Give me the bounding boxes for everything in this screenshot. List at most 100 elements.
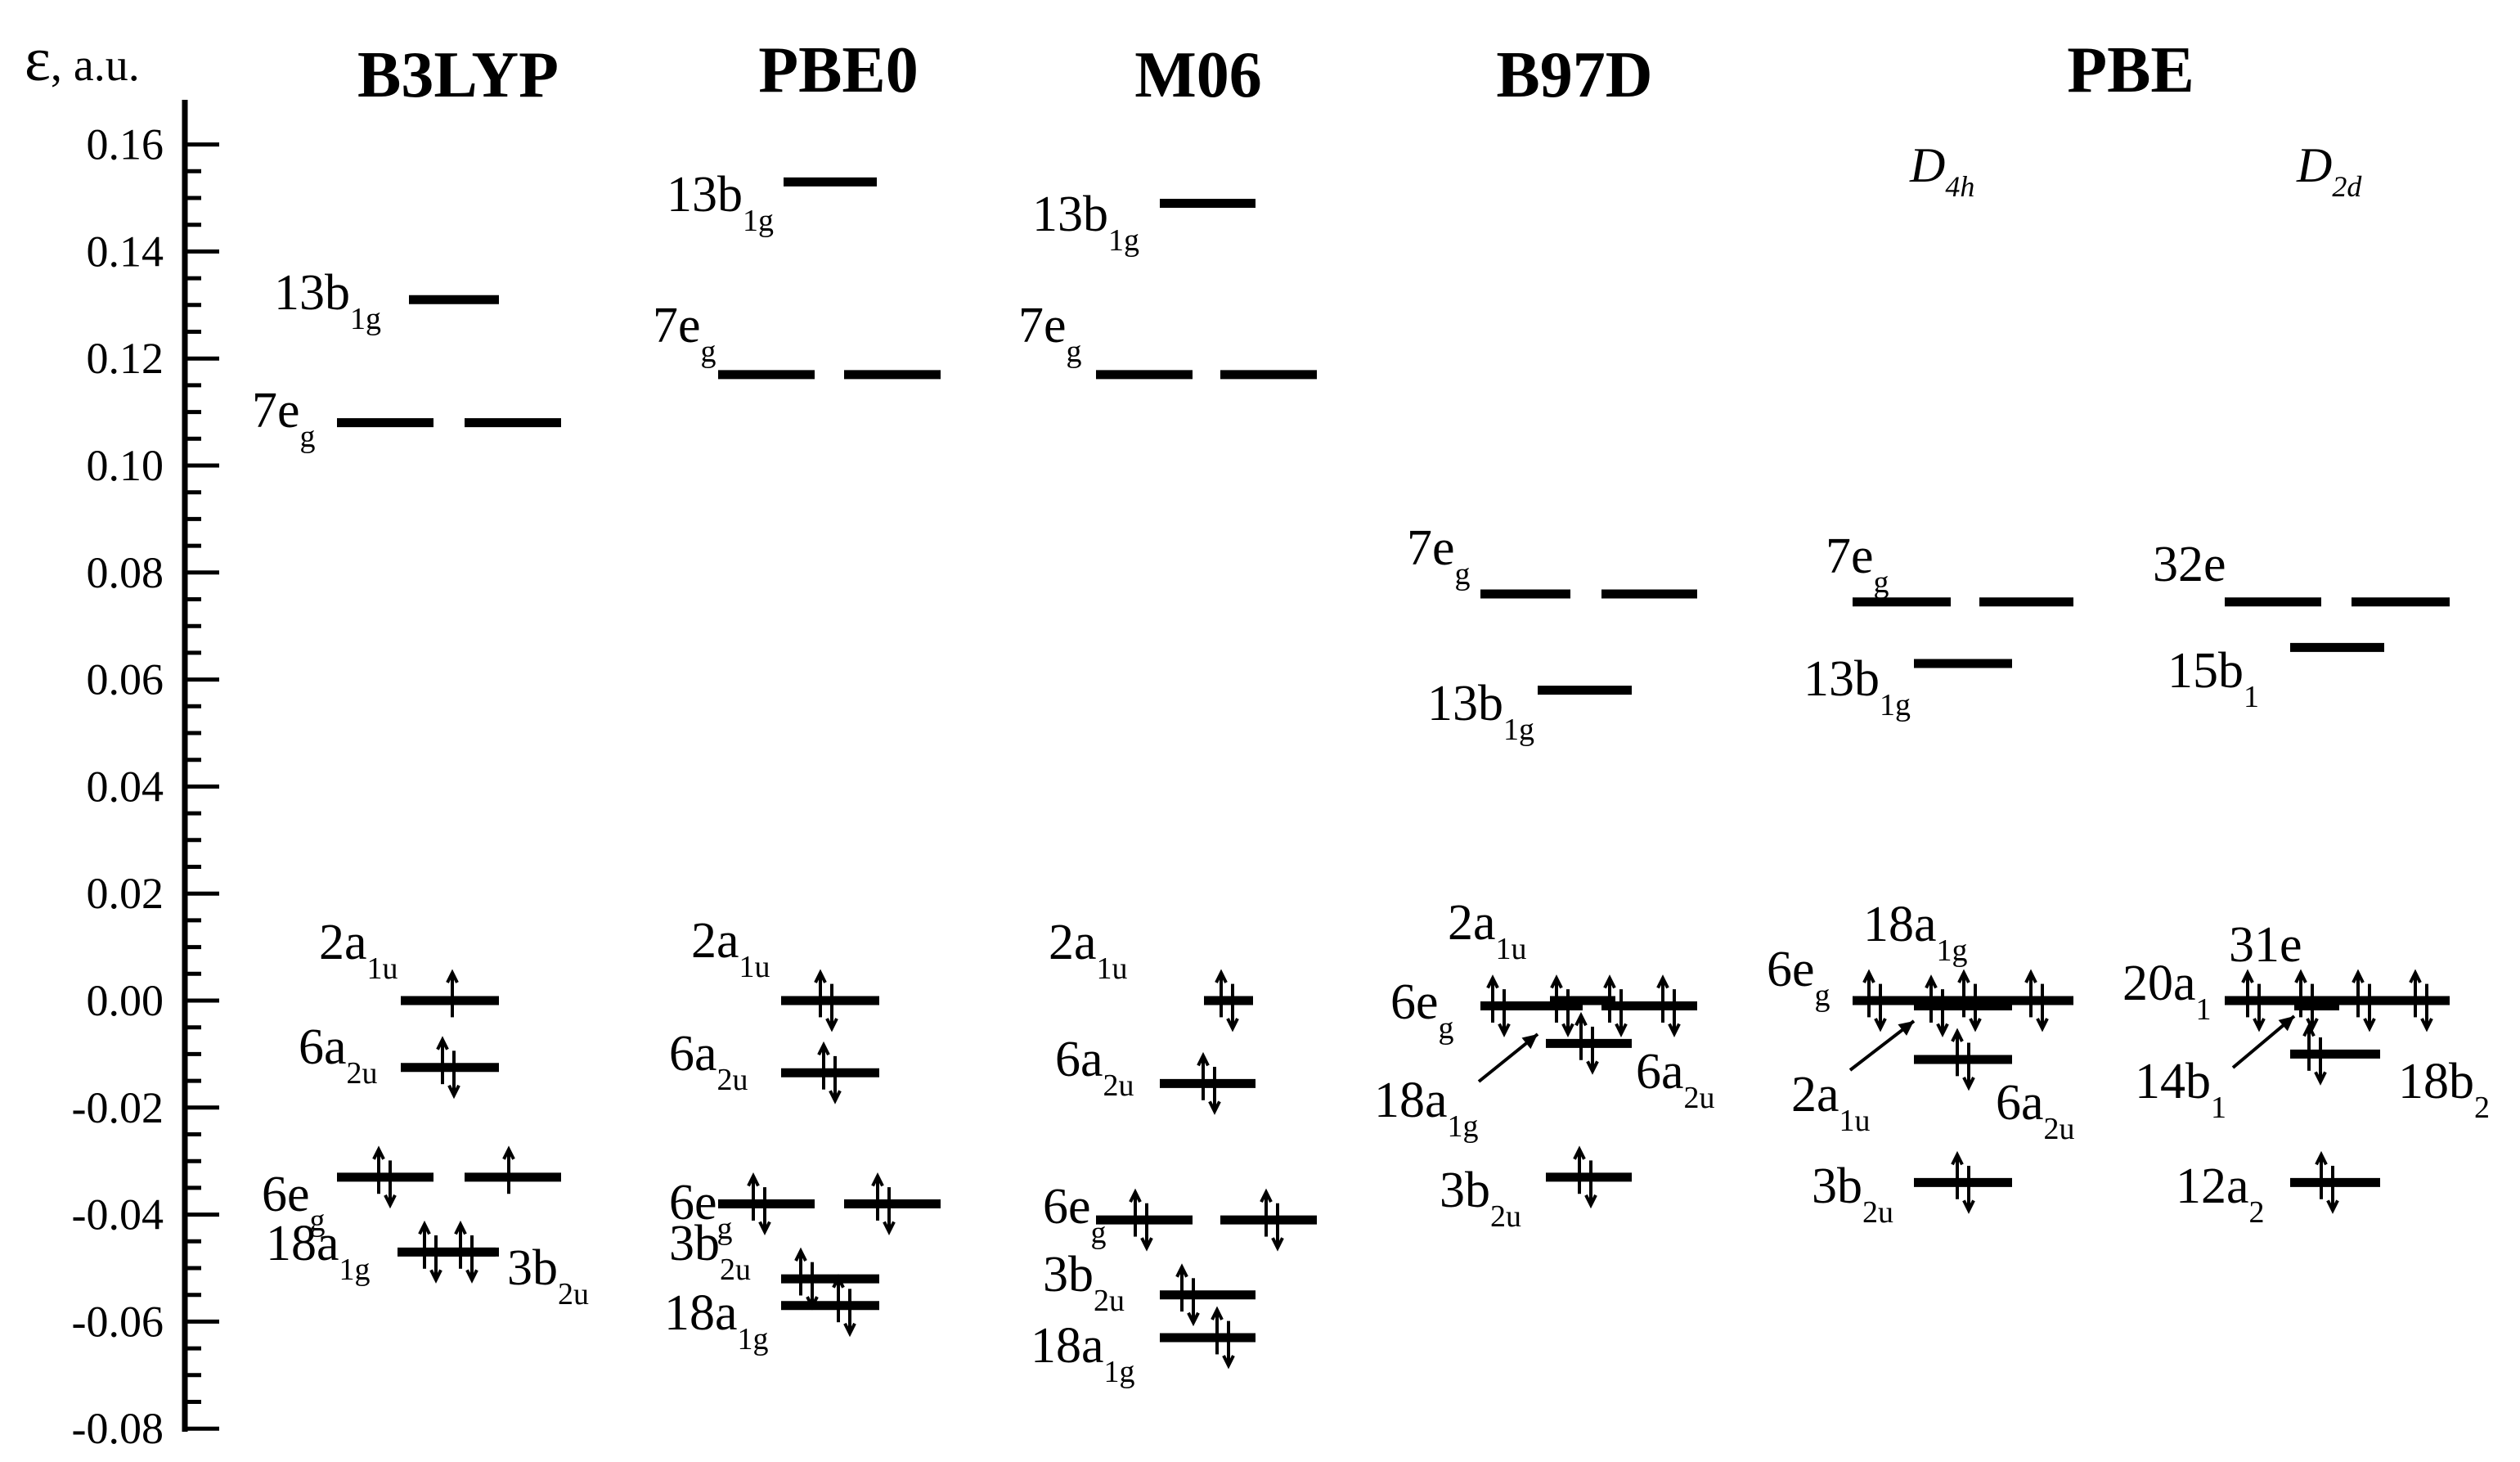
- subheader-d4h-sub: 4h: [1945, 170, 1974, 203]
- electron-spin: [372, 1145, 397, 1209]
- spin-down-arrowhead: [2036, 1018, 2049, 1032]
- orbital-label-main: 6e: [1390, 974, 1439, 1030]
- orbital-label: 7eg: [653, 298, 716, 369]
- spin-down-arrowhead: [1584, 1194, 1597, 1209]
- electron-spin: [747, 1172, 771, 1235]
- header-b3lyp: B3LYP: [357, 39, 559, 111]
- orbital-label-main: 13b: [1427, 676, 1503, 731]
- electron-spin: [1925, 974, 1949, 1038]
- orbital-label: 6eg: [1390, 974, 1454, 1046]
- tick-label: -0.06: [72, 1297, 164, 1346]
- orbital-label: 13b1g: [667, 167, 774, 238]
- tick-label: 0.08: [87, 548, 164, 597]
- orbital-label-sub: g: [701, 335, 716, 369]
- pointer-arrowhead: [1898, 1021, 1914, 1036]
- orbital-label: 6a2u: [1996, 1075, 2075, 1146]
- orbital-label-sub: 1g: [1104, 1355, 1135, 1389]
- spin-down-arrowhead: [1222, 1355, 1235, 1370]
- electron-spin: [1129, 1188, 1153, 1252]
- orbital-label: 3b2u: [669, 1216, 751, 1287]
- electron-spin: [817, 1041, 842, 1104]
- orbital-label-sub: g: [1874, 565, 1889, 600]
- electron-spin: [2024, 969, 2049, 1032]
- orbital-label-sub: 1g: [1108, 223, 1139, 258]
- orbital-label: 2a1u: [1791, 1067, 1871, 1138]
- orbital-label: 2a1u: [319, 915, 398, 986]
- orbital-label-main: 3b: [1812, 1158, 1862, 1214]
- orbital-label: 6eg: [1767, 942, 1830, 1013]
- electron-spin: [1862, 969, 1887, 1032]
- spin-down-arrowhead: [1668, 1023, 1681, 1038]
- orbital-label-sub: 2u: [1490, 1199, 1521, 1234]
- electron-spin: [2315, 1150, 2339, 1214]
- electron-spin: [1197, 1051, 1221, 1115]
- spin-down-arrowhead: [1498, 1023, 1511, 1038]
- orbital-label-main: 6a: [299, 1019, 347, 1075]
- orbital-label: 2a1u: [691, 913, 770, 984]
- orbital-label: 3b2u: [507, 1240, 589, 1311]
- orbital-label-sub: 2u: [558, 1277, 589, 1311]
- axis-symbol: ε: [25, 25, 51, 94]
- orbital-label: 13b1g: [274, 265, 381, 336]
- orbital-label-main: 7e: [1018, 298, 1067, 353]
- orbital-label: 3b2u: [1043, 1247, 1125, 1318]
- orbital-label-main: 7e: [1407, 520, 1455, 576]
- orbital-label-main: 6a: [1996, 1075, 2044, 1131]
- subheader-d2d-sub: 2d: [2332, 170, 2362, 203]
- column-b97d: [1480, 589, 1697, 1209]
- orbital-label-main: 20a: [2122, 956, 2196, 1011]
- spin-down-arrowhead: [829, 1090, 842, 1104]
- orbital-label-main: 6a: [1055, 1032, 1103, 1087]
- spin-down-arrowhead: [2420, 1018, 2433, 1032]
- electron-spin: [1486, 974, 1511, 1038]
- spin-down-arrowhead: [2314, 1071, 2327, 1086]
- orbital-label: 31e: [2229, 917, 2302, 973]
- tick-label: 0.16: [87, 120, 164, 169]
- spin-down-arrowhead: [1187, 1311, 1200, 1327]
- spin-down-arrowhead: [1969, 1018, 1982, 1032]
- electron-spin: [1656, 974, 1681, 1038]
- spin-down-arrowhead: [1874, 1018, 1887, 1032]
- orbital-label-sub: g: [717, 1212, 733, 1246]
- electron-spin: [502, 1145, 515, 1194]
- orbital-label: 18a1g: [1374, 1073, 1479, 1144]
- orbital-label-main: 7e: [653, 298, 701, 353]
- spin-down-arrowhead: [429, 1269, 442, 1284]
- orbital-label: 13b1g: [1427, 676, 1534, 747]
- orbital-label-main: 12a: [2176, 1158, 2249, 1214]
- orbital-label-sub: 1g: [1448, 1109, 1479, 1144]
- orbital-label-main: 2a: [1448, 895, 1496, 951]
- orbital-label-main: 3b: [669, 1216, 720, 1271]
- orbital-label-sub: 2: [2249, 1195, 2265, 1230]
- orbital-label-sub: 1u: [1496, 932, 1527, 966]
- axis-unit: , a.u.: [51, 40, 140, 91]
- orbital-label-main: 6a: [1636, 1044, 1684, 1100]
- orbital-label-sub: g: [300, 420, 316, 454]
- orbital-label-sub: 2u: [1103, 1068, 1134, 1103]
- orbital-label-sub: 1g: [738, 1322, 769, 1356]
- orbital-label: 6a2u: [1055, 1032, 1134, 1103]
- electron-spin: [1550, 974, 1574, 1038]
- electron-spin: [454, 1220, 478, 1284]
- orbital-label: 12a2: [2176, 1158, 2265, 1230]
- orbital-label: 6a2u: [669, 1026, 748, 1097]
- energy-axis: 0.160.140.120.100.080.060.040.020.00-0.0…: [25, 25, 219, 1453]
- orbital-label: 20a1: [2122, 956, 2212, 1027]
- tick-label: -0.08: [72, 1404, 164, 1453]
- orbital-label-sub: g: [1815, 978, 1830, 1013]
- orbital-label-sub: g: [1067, 335, 1082, 369]
- orbital-label-main: 6e: [669, 1175, 717, 1230]
- orbital-label: 2a1u: [1049, 915, 1128, 986]
- spin-down-arrowhead: [2363, 1018, 2376, 1032]
- orbital-label-main: 13b: [1804, 651, 1880, 707]
- electron-spin: [446, 969, 459, 1018]
- electron-spin: [1260, 1188, 1284, 1252]
- spin-down-arrowhead: [447, 1084, 460, 1100]
- orbital-label-main: 6e: [262, 1167, 310, 1222]
- column-b3lyp: [337, 295, 561, 1284]
- spin-down-arrowhead: [384, 1194, 397, 1209]
- column-m06: [1096, 199, 1317, 1370]
- orbital-label-main: 18a: [266, 1216, 339, 1271]
- orbital-label-sub: 1u: [1097, 951, 1128, 986]
- orbital-label-main: 18a: [1863, 897, 1937, 952]
